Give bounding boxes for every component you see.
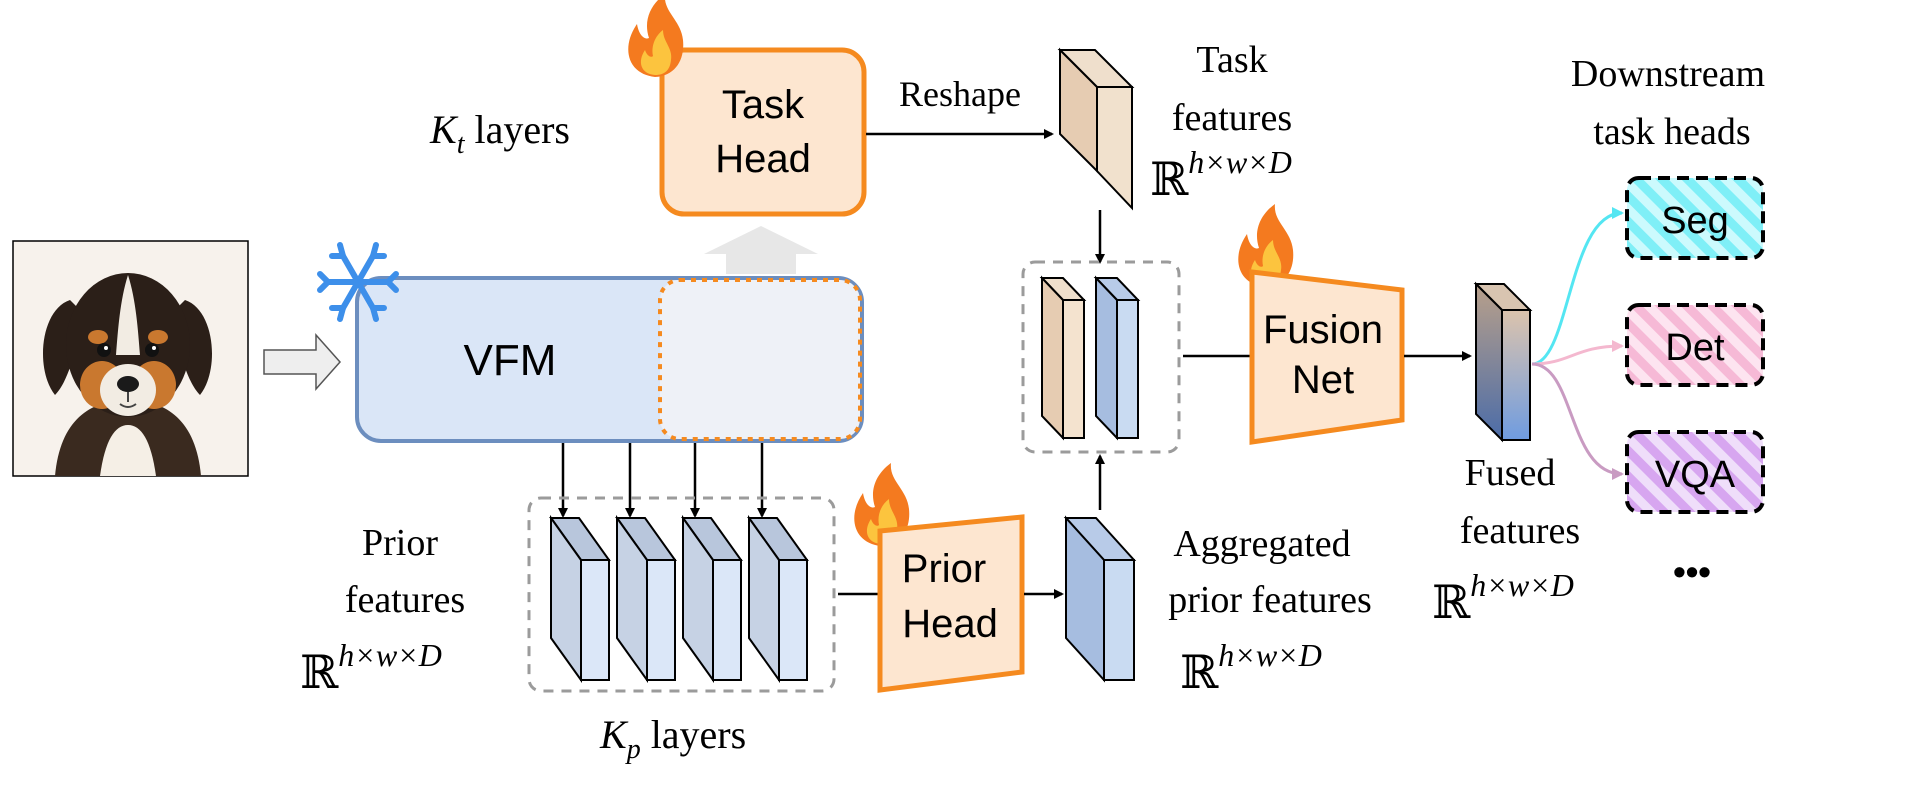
branch-to-det: [1531, 340, 1624, 366]
task-features-slab: [1057, 47, 1135, 211]
concat-box: [1021, 260, 1181, 454]
reshape-label: Reshape: [899, 74, 1021, 114]
concat-task-slab: [1039, 275, 1087, 441]
prior-layers-label: Kp layers: [599, 712, 746, 765]
fused-features-label-2: features: [1460, 510, 1580, 552]
task-head-label-1: Task: [722, 83, 805, 127]
task-head-block: Task Head: [659, 47, 867, 217]
fused-features-space: ℝh×w×D: [1432, 567, 1574, 628]
prior-head-label-2: Head: [902, 602, 998, 646]
prior-head-block: Prior Head: [877, 514, 1025, 693]
fusion-net-label-2: Net: [1292, 358, 1354, 402]
head-det-label: Det: [1665, 327, 1725, 369]
prior-features-label-2: features: [345, 579, 465, 621]
branch-to-seg: [1531, 207, 1624, 366]
aggregated-label-1: Aggregated: [1173, 523, 1350, 565]
head-seg-label: Seg: [1661, 200, 1729, 242]
task-head-label-2: Head: [715, 137, 811, 181]
input-arrow: [263, 333, 342, 391]
task-features-space: ℝh×w×D: [1150, 144, 1292, 205]
task-head-layers-label: Kt layers: [429, 107, 570, 160]
aggregated-label-2: prior features: [1168, 579, 1372, 621]
snowflake-icon: [317, 242, 399, 322]
aggregated-space: ℝh×w×D: [1180, 637, 1322, 698]
fused-features-slab: [1473, 281, 1533, 443]
downstream-title-2: task heads: [1593, 111, 1750, 153]
prior-features-label-1: Prior: [362, 522, 438, 564]
prior-features-box: [527, 496, 836, 693]
prior-features-space: ℝh×w×D: [300, 637, 442, 698]
vfm-last-layers-region: [658, 278, 862, 441]
input-image: [12, 240, 249, 477]
fusion-net-label-1: Fusion: [1263, 308, 1383, 352]
concat-prior-slab: [1093, 275, 1141, 441]
task-features-label-1: Task: [1196, 39, 1267, 81]
task-features-label-2: features: [1172, 97, 1292, 139]
head-vqa-label: VQA: [1655, 454, 1736, 496]
fusion-net-block: Fusion Net: [1249, 269, 1405, 445]
aggregated-prior-slab: [1063, 515, 1137, 683]
downstream-title-1: Downstream: [1571, 53, 1765, 95]
head-det: Det: [1625, 303, 1765, 387]
prior-slab: [681, 514, 743, 684]
vfm-label: VFM: [464, 336, 557, 385]
fused-features-label-1: Fused: [1465, 452, 1556, 494]
vfm-block: VFM: [355, 276, 864, 443]
flame-icon: [628, 0, 684, 77]
prior-head-label-1: Prior: [902, 547, 986, 591]
prior-slab: [747, 514, 809, 684]
prior-slab: [549, 514, 611, 684]
branch-to-vqa: [1531, 362, 1624, 480]
head-vqa: VQA: [1625, 430, 1765, 514]
more-heads-ellipsis: •••: [1673, 551, 1711, 592]
head-seg: Seg: [1625, 176, 1765, 260]
vfm-to-taskhead-arrow: [704, 226, 818, 274]
prior-slab: [615, 514, 677, 684]
